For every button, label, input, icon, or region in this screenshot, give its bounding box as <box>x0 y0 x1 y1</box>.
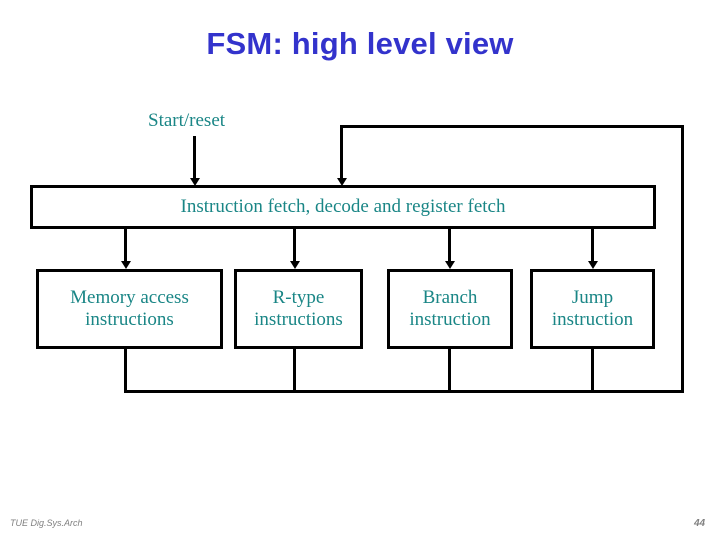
start-reset-label: Start/reset <box>148 110 226 131</box>
return-line-jump <box>591 349 594 393</box>
memory-access-box[interactable]: Memory access instructions <box>36 269 223 349</box>
jump-label: Jump instruction <box>548 287 637 331</box>
rtype-label: R-type instructions <box>250 287 347 331</box>
instruction-fetch-label: Instruction fetch, decode and register f… <box>180 195 506 217</box>
jump-box[interactable]: Jump instruction <box>530 269 655 349</box>
fanout-arrowhead-jump <box>588 261 598 269</box>
fanout-line-branch <box>448 229 451 263</box>
return-line-memory <box>124 349 127 393</box>
rtype-label-line1: R-type <box>272 286 325 308</box>
fanout-arrowhead-rtype <box>290 261 300 269</box>
feedback-arrowhead <box>337 178 347 186</box>
jump-label-line1: Jump <box>571 286 614 308</box>
page-title: FSM: high level view <box>206 26 514 61</box>
page-number: 44 <box>694 518 706 529</box>
feedback-bottom-bus <box>124 390 684 393</box>
fanout-line-rtype <box>293 229 296 263</box>
feedback-top-horizontal <box>340 125 684 128</box>
return-line-branch <box>448 349 451 393</box>
branch-label-line2: instruction <box>409 309 491 330</box>
instruction-fetch-box[interactable]: Instruction fetch, decode and register f… <box>30 185 656 229</box>
fanout-line-jump <box>591 229 594 263</box>
return-line-rtype <box>293 349 296 393</box>
feedback-down-line <box>340 125 343 180</box>
branch-box[interactable]: Branch instruction <box>387 269 513 349</box>
branch-label: Branch instruction <box>405 287 494 331</box>
memory-access-label: Memory access instructions <box>66 287 193 331</box>
fanout-arrowhead-memory <box>121 261 131 269</box>
branch-label-line1: Branch <box>422 286 478 308</box>
jump-label-line2: instruction <box>551 309 634 330</box>
rtype-box[interactable]: R-type instructions <box>234 269 363 349</box>
start-reset-arrowhead <box>190 178 200 186</box>
feedback-right-vertical <box>681 125 684 393</box>
memory-access-label-line2: instructions <box>85 309 174 330</box>
fanout-arrowhead-branch <box>445 261 455 269</box>
fanout-line-memory <box>124 229 127 263</box>
rtype-label-line2: instructions <box>254 309 343 330</box>
memory-access-label-line1: Memory access <box>70 286 189 308</box>
footer-note: TUE Dig.Sys.Arch <box>10 518 83 528</box>
start-reset-arrow-line <box>193 136 196 180</box>
